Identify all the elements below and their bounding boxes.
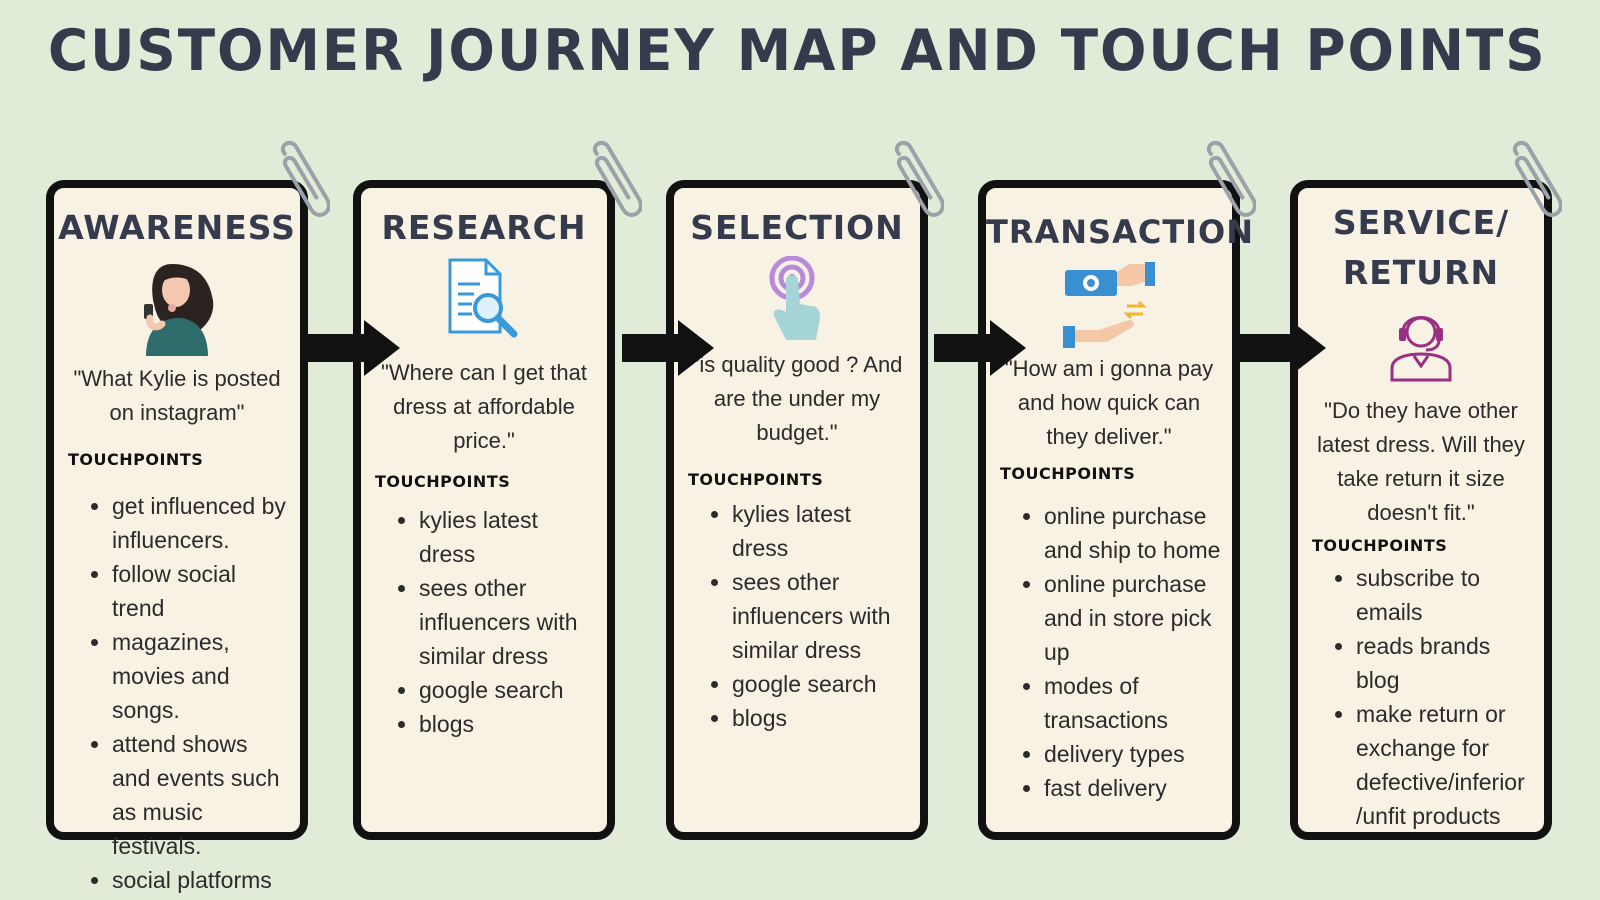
list-item: fast delivery xyxy=(1044,771,1222,805)
stage-card-awareness: AWARENESS "What Kylie is posted on insta… xyxy=(46,180,308,893)
list-item: modes of transactions xyxy=(1044,669,1222,737)
paperclip-icon xyxy=(592,140,642,217)
list-item: get influenced by influencers. xyxy=(112,489,290,557)
stage-card-selection: SELECTION "is quality good ? And are the… xyxy=(666,180,928,840)
arrow-right-icon xyxy=(308,320,400,376)
paperclip-icon xyxy=(1512,140,1562,217)
stage-title: AWARENESS xyxy=(58,208,296,247)
list-item: delivery types xyxy=(1044,737,1222,771)
stage-quote: "How am i gonna pay and how quick can th… xyxy=(1004,356,1214,449)
touchpoints-list: get influenced by influencers. follow so… xyxy=(54,489,300,897)
paperclip-icon xyxy=(280,140,330,217)
woman-with-phone-icon xyxy=(144,264,214,356)
list-item: kylies latest dress xyxy=(732,497,910,565)
paperclip-icon xyxy=(894,140,944,217)
touchpoints-label: TOUCHPOINTS xyxy=(375,472,511,491)
list-item: make return or exchange for defective/in… xyxy=(1356,697,1534,833)
stage-quote: "Where can I get that dress at affordabl… xyxy=(381,360,587,453)
list-item: google search xyxy=(732,667,910,701)
arrow-right-icon xyxy=(1234,320,1326,376)
stage-card-service-return: SERVICE/ RETURN "Do they have other late… xyxy=(1290,180,1552,840)
page-title: CUSTOMER JOURNEY MAP AND TOUCH POINTS xyxy=(48,18,1547,84)
stage-card-transaction: TRANSACTION "How am i gonna pay and how … xyxy=(978,180,1255,840)
stage-title: SELECTION xyxy=(690,208,904,247)
stage-card-research: RESEARCH "Where can I get that dress at … xyxy=(353,180,615,840)
stage-title: RESEARCH xyxy=(381,208,587,247)
list-item: kylies latest dress xyxy=(419,503,597,571)
touchpoints-label: TOUCHPOINTS xyxy=(1000,464,1136,483)
touchpoints-label: TOUCHPOINTS xyxy=(1312,536,1448,555)
paperclip-icon xyxy=(1206,140,1256,217)
list-item: sees other influencers with similar dres… xyxy=(419,571,597,673)
touchpoints-label: TOUCHPOINTS xyxy=(68,450,204,469)
money-exchange-icon xyxy=(1063,262,1155,348)
finger-tap-icon xyxy=(769,256,820,340)
list-item: online purchase and ship to home xyxy=(1044,499,1222,567)
touchpoints-label: TOUCHPOINTS xyxy=(688,470,824,489)
touchpoints-list: kylies latest dress sees other influence… xyxy=(361,503,607,741)
stage-quote: "Do they have other latest dress. Will t… xyxy=(1317,398,1525,525)
list-item: online purchase and in store pick up xyxy=(1044,567,1222,669)
stage-title: SERVICE/ RETURN xyxy=(1332,203,1510,292)
list-item: follow social trend xyxy=(112,557,290,625)
list-item: google search xyxy=(419,673,597,707)
document-search-icon xyxy=(448,258,518,338)
list-item: social platforms xyxy=(112,863,290,897)
touchpoints-list: online purchase and ship to home online … xyxy=(986,499,1232,805)
stage-title: TRANSACTION xyxy=(986,213,1255,251)
list-item: blogs xyxy=(419,707,597,741)
touchpoints-list: kylies latest dress sees other influence… xyxy=(674,497,920,735)
touchpoints-list: subscribe to emails reads brands blog ma… xyxy=(1298,561,1544,833)
arrow-right-icon xyxy=(934,320,1026,376)
list-item: sees other influencers with similar dres… xyxy=(732,565,910,667)
stage-quote: "What Kylie is posted on instagram" xyxy=(73,366,281,425)
customer-service-headset-icon xyxy=(1390,316,1452,382)
arrow-right-icon xyxy=(622,320,714,376)
list-item: reads brands blog xyxy=(1356,629,1534,697)
stage-quote: "is quality good ? And are the under my … xyxy=(691,352,903,445)
list-item: blogs xyxy=(732,701,910,735)
list-item: magazines, movies and songs. xyxy=(112,625,290,727)
list-item: subscribe to emails xyxy=(1356,561,1534,629)
list-item: attend shows and events such as music fe… xyxy=(112,727,290,863)
